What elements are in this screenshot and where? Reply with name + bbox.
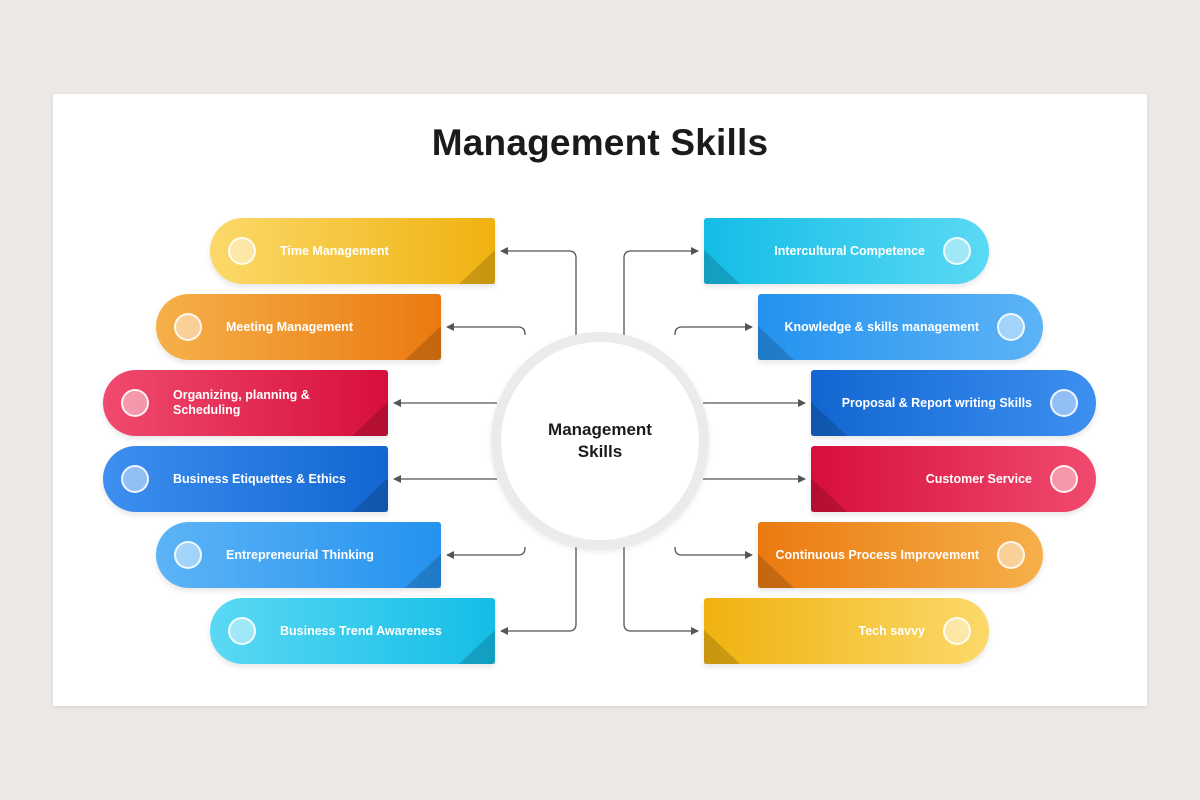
skill-label: Tech savvy: [858, 623, 925, 638]
skill-card-left-3: Organizing, planning & Scheduling: [103, 370, 388, 436]
skill-card-right-2: Knowledge & skills management: [758, 294, 1043, 360]
skill-label: Meeting Management: [226, 319, 354, 334]
skill-card-left-1: Time Management: [210, 218, 495, 284]
circle-icon: [174, 313, 202, 341]
skill-card-right-6: Tech savvy: [704, 598, 989, 664]
connector-right-6: [623, 547, 699, 635]
circle-icon: [997, 541, 1025, 569]
center-hub: Management Skills: [491, 332, 709, 550]
skill-card-left-4: Business Etiquettes & Ethics: [103, 446, 388, 512]
circle-icon: [943, 237, 971, 265]
page-title: Management Skills: [431, 122, 769, 163]
circle-icon: [228, 617, 256, 645]
connector-left-1: [500, 247, 577, 335]
skill-label: Proposal & Report writing Skills: [841, 395, 1032, 410]
skill-card-right-4: Customer Service: [811, 446, 1096, 512]
connector-left-2: [446, 323, 526, 335]
circle-icon: [121, 389, 149, 417]
skill-card-right-5: Continuous Process Improvement: [758, 522, 1043, 588]
skill-label: Organizing, planning & Scheduling: [173, 388, 310, 417]
skill-card-left-5: Entrepreneurial Thinking: [156, 522, 441, 588]
skill-label: Business Trend Awareness: [280, 623, 442, 638]
skill-label: Intercultural Competence: [774, 243, 925, 258]
circle-icon: [228, 237, 256, 265]
connector-right-2: [674, 323, 753, 335]
circle-icon: [943, 617, 971, 645]
connector-left-5: [446, 547, 526, 559]
skill-label: Entrepreneurial Thinking: [226, 547, 374, 562]
connector-right-1: [623, 247, 699, 335]
skill-card-left-6: Business Trend Awareness: [210, 598, 495, 664]
circle-icon: [1050, 465, 1078, 493]
center-hub-label: Management Skills: [548, 420, 652, 461]
skill-card-right-3: Proposal & Report writing Skills: [811, 370, 1096, 436]
circle-icon: [997, 313, 1025, 341]
skill-label: Knowledge & skills management: [784, 319, 980, 334]
circle-icon: [121, 465, 149, 493]
skill-card-left-2: Meeting Management: [156, 294, 441, 360]
connector-right-5: [674, 547, 753, 559]
center-hub-inner: Management Skills: [501, 342, 699, 540]
skill-label: Time Management: [280, 243, 389, 258]
skill-label: Continuous Process Improvement: [775, 547, 979, 562]
skill-label: Customer Service: [925, 471, 1032, 486]
circle-icon: [1050, 389, 1078, 417]
skill-label: Business Etiquettes & Ethics: [173, 471, 346, 486]
circle-icon: [174, 541, 202, 569]
skill-card-right-1: Intercultural Competence: [704, 218, 989, 284]
connector-left-6: [500, 547, 577, 635]
